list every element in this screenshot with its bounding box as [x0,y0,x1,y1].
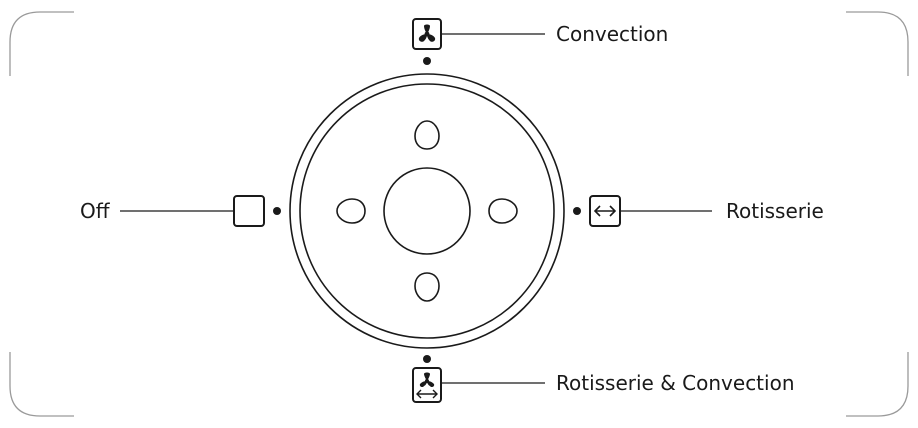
frame-corner-top-left [9,11,74,76]
position-dot-top [423,57,431,65]
mode-off[interactable]: Off [80,195,265,227]
position-dot-right [573,207,581,215]
label-rotisserie: Rotisserie [726,199,824,223]
dial-grip-right [488,198,518,224]
dial-grip-left [336,198,366,224]
label-off: Off [80,199,111,223]
position-dot-bottom [423,355,431,363]
dial-grip-top [414,120,440,150]
fan-with-double-arrow-icon-hub [425,379,429,383]
mode-rotisserie[interactable]: Rotisserie [589,195,824,227]
position-dot-left [273,207,281,215]
fan-with-double-arrow-icon-left-head [416,389,422,399]
blank-box-icon [233,195,265,227]
fan-icon [412,18,442,50]
label-convection: Convection [556,22,668,46]
frame-corner-bottom-left [9,352,74,417]
mode-convection[interactable]: Convection [412,18,668,50]
fan-with-double-arrow-icon-right-head [432,389,438,399]
dial-grip-bottom [414,272,440,302]
frame-corner-top-right [846,11,909,76]
frame-corner-bottom-right [846,352,909,417]
dial-outer-ring [289,73,565,349]
dial-inner-ring [299,83,555,339]
label-rotisserie-convection: Rotisserie & Convection [556,371,795,395]
dial-knob[interactable] [289,73,565,349]
double-arrow-icon-right-head [609,205,617,217]
dial-center-cap [383,167,471,255]
fan-with-double-arrow-icon [412,367,442,403]
mode-rotisserie-convection[interactable]: Rotisserie & Convection [412,367,795,403]
double-arrow-icon [589,195,621,227]
fan-icon-hub [424,31,430,37]
double-arrow-icon-left-head [593,205,601,217]
frame-brackets [9,11,909,417]
